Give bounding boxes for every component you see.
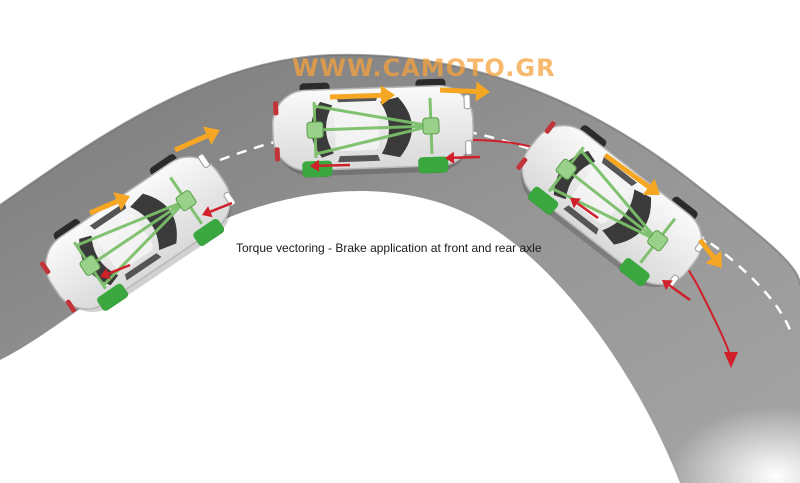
brake-arrow-car3-front	[668, 284, 691, 302]
brake-arrow-car1-front	[209, 201, 233, 213]
brake-arrow-car2-front-head	[445, 151, 455, 164]
diagram-caption: Torque vectoring - Brake application at …	[236, 241, 542, 255]
drive-arrow-car3-front-head	[642, 178, 660, 195]
car-1	[27, 136, 249, 330]
drive-arrow-car2-rear-head	[380, 85, 395, 106]
trajectory-arrowhead	[724, 352, 738, 368]
braked-wheel-rear-inner	[97, 283, 128, 311]
drive-arrow-car1-rear	[89, 199, 119, 216]
brake-arrow-car3-rear-head	[570, 198, 581, 209]
braked-wheel-front-inner	[193, 218, 225, 246]
brake-arrow-car2-rear-head	[310, 159, 320, 172]
drive-arrow-car2-rear	[329, 92, 382, 100]
drive-arrow-car1-rear-head	[113, 192, 130, 211]
brake-arrow-car2-rear	[318, 163, 351, 168]
drive-arrow-car2-front	[439, 87, 477, 94]
car-3	[502, 104, 722, 306]
drive-arrow-car2-front-head	[475, 81, 490, 102]
watermark-text: WWW.CAMOTO.GR	[292, 54, 556, 82]
drive-arrow-car3-front	[603, 152, 651, 189]
brake-arrow-car2-front	[453, 155, 481, 159]
drive-arrow-car1-front-head	[203, 126, 220, 145]
braked-wheel-front-inner	[418, 156, 449, 174]
drive-arrow-car3-front-tip-head	[705, 250, 722, 268]
drive-arrow-car1-front	[173, 133, 209, 153]
car-2	[269, 76, 477, 180]
brake-arrow-car1-front-head	[202, 206, 213, 218]
brake-arrow-car3-front-head	[662, 280, 673, 291]
brake-arrow-car1-rear-head	[100, 268, 111, 280]
brake-arrow-car1-rear	[107, 263, 131, 275]
drive-arrow-car3-front-tip	[698, 238, 716, 259]
braked-wheel-front-inner	[619, 258, 650, 286]
brake-arrow-car3-rear	[576, 202, 599, 220]
braked-wheel-rear-inner	[527, 186, 559, 215]
force-arrows	[89, 81, 722, 302]
